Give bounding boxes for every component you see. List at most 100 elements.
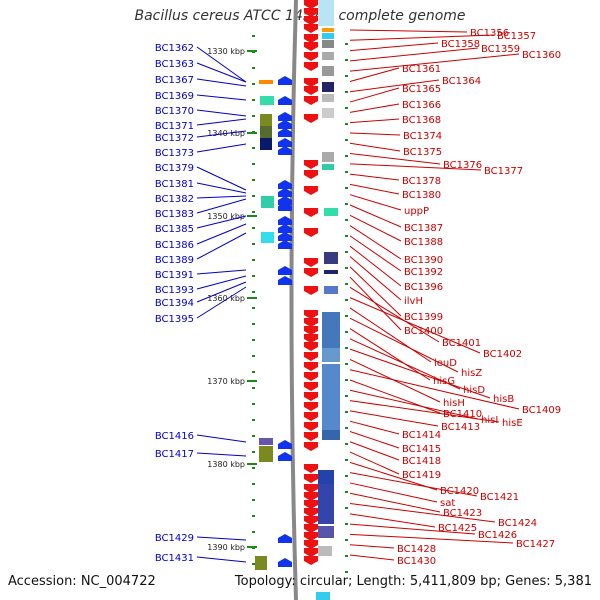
reverse-gene-label: BC1356 (470, 28, 509, 39)
tick-mark (252, 227, 255, 229)
tick-mark (252, 531, 255, 533)
forward-gene-label: BC1363 (155, 59, 194, 70)
reverse-gene-arrow (304, 34, 318, 43)
tick-mark (252, 355, 255, 357)
reverse-gene-arrow (304, 228, 318, 237)
reverse-gene-label: BC1402 (483, 349, 522, 360)
reverse-gene-label: hisZ (461, 368, 482, 379)
reverse-gene-arrow (304, 412, 318, 421)
reverse-gene-arrow (304, 508, 318, 517)
forward-feature-block (260, 138, 272, 150)
reverse-gene-leader (349, 328, 431, 381)
reverse-gene-label: BC1360 (522, 50, 561, 61)
forward-gene-label: BC1393 (155, 285, 194, 296)
tick-mark (252, 451, 255, 453)
reverse-gene-label: BC1428 (397, 544, 436, 555)
reverse-gene-arrow (304, 432, 318, 441)
forward-gene-leader (196, 281, 247, 303)
reverse-gene-label: BC1378 (402, 176, 441, 187)
forward-gene-arrow (278, 534, 292, 543)
reverse-gene-label: BC1415 (402, 444, 441, 455)
reverse-gene-arrow (304, 342, 318, 351)
reverse-feature-block (322, 364, 340, 430)
reverse-gene-leader (349, 379, 441, 414)
forward-gene-arrow (278, 146, 292, 155)
reverse-feature-block (324, 270, 338, 274)
tick-mark (345, 155, 348, 157)
reverse-gene-leader (349, 79, 440, 93)
reverse-gene-label: BC1366 (402, 100, 441, 111)
tick-mark (345, 251, 348, 253)
reverse-feature-block (318, 470, 334, 484)
reverse-gene-leader (349, 47, 479, 62)
tick-mark (345, 299, 348, 301)
reverse-gene-arrow (304, 318, 318, 327)
tick-mark (252, 243, 255, 245)
reverse-gene-leader (349, 214, 402, 242)
forward-gene-leader (196, 434, 247, 443)
forward-gene-leader (196, 182, 247, 194)
forward-gene-leader (196, 286, 247, 319)
forward-gene-leader (196, 269, 247, 275)
forward-feature-block (260, 126, 272, 138)
reverse-gene-arrow (304, 310, 318, 319)
tick-mark (252, 499, 255, 501)
reverse-gene-label: BC1387 (404, 223, 443, 234)
tick-mark (345, 395, 348, 397)
forward-gene-label: BC1371 (155, 121, 194, 132)
ruler-tick (247, 215, 257, 217)
reverse-feature-block (322, 33, 334, 39)
reverse-gene-leader (349, 29, 468, 33)
tick-mark (345, 91, 348, 93)
reverse-feature-block (322, 108, 334, 118)
tick-mark (345, 507, 348, 509)
tick-mark (252, 403, 255, 405)
reverse-gene-leader (349, 472, 478, 497)
forward-gene-label: BC1383 (155, 209, 194, 220)
reverse-track-shade (318, 0, 334, 26)
forward-gene-label: BC1382 (155, 194, 194, 205)
tick-mark (345, 123, 348, 125)
forward-gene-leader (196, 109, 247, 117)
reverse-gene-label: BC1364 (442, 76, 481, 87)
reverse-gene-arrow (304, 372, 318, 381)
reverse-gene-leader (349, 348, 491, 399)
forward-gene-arrow (278, 188, 292, 197)
reverse-gene-arrow (304, 334, 318, 343)
reverse-gene-label: BC1357 (497, 31, 536, 42)
ruler-tick (247, 132, 257, 134)
reverse-gene-arrow (304, 474, 318, 483)
reverse-gene-arrow (304, 62, 318, 71)
forward-gene-arrow (278, 112, 292, 121)
forward-gene-label: BC1362 (155, 43, 194, 54)
reverse-gene-label: BC1414 (402, 430, 441, 441)
forward-gene-arrow (278, 266, 292, 275)
reverse-gene-label: BC1374 (403, 131, 442, 142)
tick-mark (252, 35, 255, 37)
reverse-feature-block (322, 94, 334, 102)
reverse-gene-arrow (304, 86, 318, 95)
forward-gene-label: BC1367 (155, 75, 194, 86)
forward-gene-leader (196, 62, 247, 83)
tick-mark (252, 515, 255, 517)
forward-gene-label: BC1385 (155, 224, 194, 235)
forward-gene-label: BC1386 (155, 240, 194, 251)
forward-gene-label: BC1373 (155, 148, 194, 159)
reverse-feature-block (324, 252, 338, 264)
reverse-feature-block (322, 164, 334, 170)
tick-mark (345, 75, 348, 77)
tick-mark (345, 539, 348, 541)
reverse-gene-label: BC1424 (498, 518, 537, 529)
tick-mark (252, 115, 255, 117)
reverse-gene-leader (349, 513, 436, 528)
forward-gene-leader (196, 223, 247, 245)
reverse-feature-block (322, 312, 340, 348)
forward-gene-leader (196, 166, 247, 191)
forward-gene-leader (196, 78, 247, 87)
forward-gene-label: BC1379 (155, 163, 194, 174)
tick-mark (345, 443, 348, 445)
reverse-gene-label: BC1375 (403, 147, 442, 158)
reverse-gene-leader (349, 118, 400, 124)
reverse-gene-leader (349, 34, 495, 41)
forward-gene-label: BC1369 (155, 91, 194, 102)
